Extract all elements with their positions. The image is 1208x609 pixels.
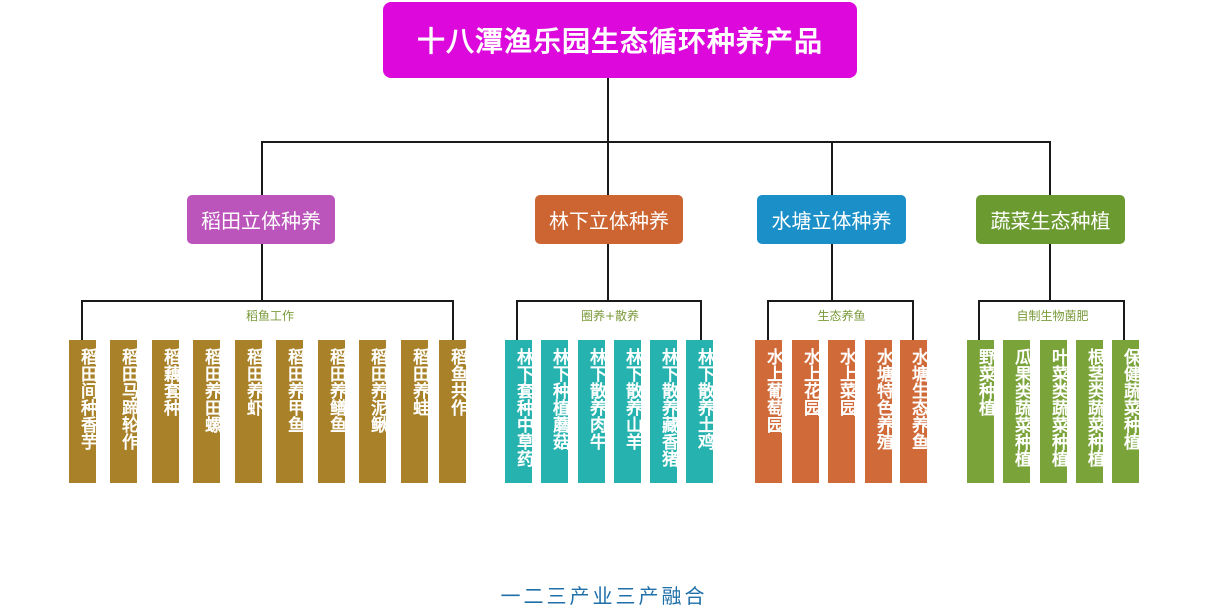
category-pond: 水塘立体种养 [757,195,906,244]
leaf-box: 保健蔬菜种植 [1112,340,1140,483]
leaf-box: 稻田养鳝鱼 [318,340,346,483]
leaf-box: 稻田间种香芋 [69,340,97,483]
leaf-label: 野菜种植 [975,348,995,416]
connector-cat-2 [831,141,833,195]
leaf-label: 林下套种中草药 [513,348,533,467]
leaf-box: 水上菜园 [828,340,856,483]
bracket-forest-right [700,300,702,340]
leaf-label: 稻田养甲鱼 [284,348,304,433]
footer-caption: 一二三产业三产融合 [500,584,708,608]
leaf-box: 稻田养蛙 [401,340,429,483]
sublabel-veg: 自制生物菌肥 [1016,309,1089,323]
bracket-forest-left [516,300,518,340]
leaf-label: 林下散养山羊 [622,348,642,450]
category-rice: 稻田立体种养 [187,195,335,244]
leaf-box: 稻田养田螺 [193,340,221,483]
bracket-rice-left [81,300,83,340]
connector-cat-0-down [261,244,263,301]
leaf-box: 水上花园 [792,340,820,483]
bracket-pond-left [767,300,769,340]
sublabel-rice: 稻鱼工作 [245,309,294,323]
leaf-label: 水上花园 [800,348,820,416]
leaf-label: 水塘特色养殖 [873,348,893,450]
leaf-box: 水上葡萄园 [755,340,783,483]
leaf-box: 稻田养虾 [235,340,263,483]
leaf-label: 稻田马蹄轮作 [118,348,138,450]
leaf-box: 林下种植蘑菇 [541,340,569,483]
category-forest: 林下立体种养 [535,195,683,244]
leaf-label: 稻田间种香芋 [77,348,97,450]
leaf-box: 林下散养土鸡 [686,340,714,483]
leaf-label: 稻田养鳝鱼 [326,348,346,433]
bracket-veg-right [1123,300,1125,340]
leaf-label: 叶菜类蔬菜种植 [1048,348,1068,467]
root-title: 十八潭渔乐园生态循环种养产品 [416,25,823,58]
leaf-box: 叶菜类蔬菜种植 [1040,340,1068,483]
leaf-box: 林下散养山羊 [614,340,642,483]
sublabel-pond: 生态养鱼 [817,309,866,323]
leaf-box: 水塘特色养殖 [865,340,893,483]
category-label: 林下立体种养 [549,209,669,233]
leaf-box: 稻田养甲鱼 [276,340,304,483]
leaf-label: 稻田养蛙 [409,348,429,416]
root-title-box: 十八潭渔乐园生态循环种养产品 [383,2,857,78]
bracket-pond [767,300,914,302]
leaf-box: 林下散养藏香猪 [650,340,678,483]
leaf-label: 稻田养田螺 [201,348,221,433]
leaf-box: 稻田养泥鳅 [359,340,387,483]
bracket-veg [978,300,1125,302]
connector-top-horizontal [261,141,1051,143]
connector-cat-3-down [1049,244,1051,301]
leaf-label: 根茎类蔬菜种植 [1084,348,1104,467]
connector-root-down [607,78,609,142]
connector-cat-3 [1049,141,1051,195]
leaf-box: 野菜种植 [967,340,995,483]
category-veg: 蔬菜生态种植 [976,195,1125,244]
connector-cat-2-down [831,244,833,301]
leaf-label: 林下散养土鸡 [694,348,714,450]
leaf-label: 稻藕套种 [160,348,180,416]
leaf-box: 稻鱼共作 [439,340,467,483]
leaf-box: 稻田马蹄轮作 [110,340,138,483]
leaf-box: 根茎类蔬菜种植 [1076,340,1104,483]
category-label: 蔬菜生态种植 [990,209,1111,233]
leaf-label: 保健蔬菜种植 [1120,348,1140,450]
leaf-label: 林下散养藏香猪 [658,348,678,467]
bracket-rice-right [452,300,454,340]
leaf-label: 水上葡萄园 [763,348,783,433]
leaf-label: 水塘生态养鱼 [908,348,928,450]
leaf-box: 林下散养肉牛 [578,340,606,483]
sublabel-forest: 圈养+散养 [580,309,640,323]
leaf-box: 水塘生态养鱼 [900,340,928,483]
bracket-forest [516,300,702,302]
leaf-box: 林下套种中草药 [505,340,533,483]
bracket-rice [81,300,454,302]
leaf-label: 稻田养虾 [243,348,263,416]
bracket-veg-left [978,300,980,340]
leaf-label: 林下散养肉牛 [586,348,606,450]
connector-cat-1-down [607,244,609,301]
category-label: 水塘立体种养 [771,209,892,233]
leaf-box: 稻藕套种 [152,340,180,483]
leaf-label: 稻田养泥鳅 [367,348,387,433]
leaf-label: 水上菜园 [836,348,856,416]
connector-cat-0 [261,141,263,195]
category-label: 稻田立体种养 [201,209,321,233]
leaf-label: 瓜果类蔬菜种植 [1011,348,1031,467]
leaf-label: 稻鱼共作 [447,348,467,416]
leaf-label: 林下种植蘑菇 [549,348,569,450]
leaf-box: 瓜果类蔬菜种植 [1003,340,1031,483]
bracket-pond-right [912,300,914,340]
connector-cat-1 [607,141,609,195]
